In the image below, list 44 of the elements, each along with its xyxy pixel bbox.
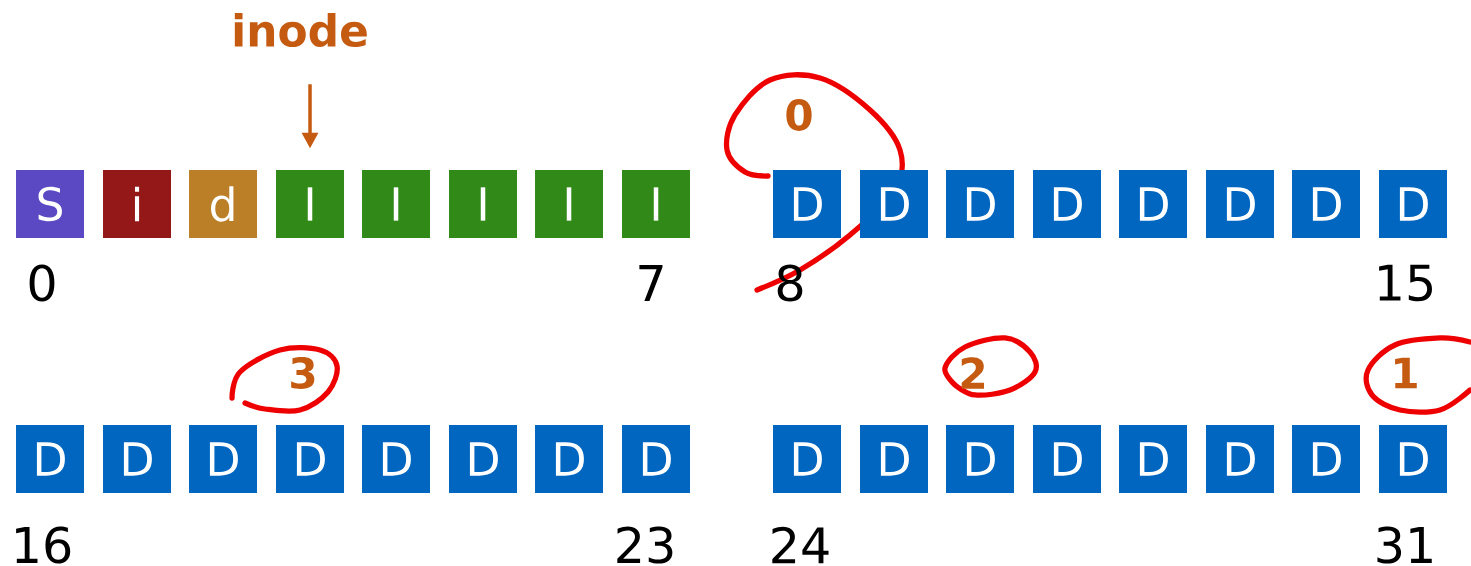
block-box: D xyxy=(449,425,517,493)
index-label: 16 xyxy=(16,526,71,564)
block-box: D xyxy=(535,425,603,493)
block-box: S xyxy=(16,170,84,238)
block-box: I xyxy=(276,170,344,238)
block-box: D xyxy=(946,425,1014,493)
block-box: D xyxy=(362,425,430,493)
block-box: I xyxy=(622,170,690,238)
block-box: D xyxy=(1206,425,1274,493)
block-box: D xyxy=(860,170,928,238)
number-label: 3 xyxy=(291,357,315,389)
block-box: D xyxy=(1033,425,1101,493)
index-label: 7 xyxy=(639,265,663,301)
block-box: D xyxy=(1379,170,1447,238)
block-box: D xyxy=(860,425,928,493)
block-box: D xyxy=(773,425,841,493)
block-box: D xyxy=(276,425,344,493)
block-box: d xyxy=(189,170,257,238)
block-box: D xyxy=(1119,170,1187,238)
heading-label: inode xyxy=(234,13,367,47)
block-box: D xyxy=(1033,170,1101,238)
number-label: 1 xyxy=(1395,357,1417,389)
index-label: 23 xyxy=(617,526,673,564)
index-label: 31 xyxy=(1377,526,1432,564)
block-box: D xyxy=(16,425,84,493)
index-label: 15 xyxy=(1379,264,1432,302)
block-box: D xyxy=(1119,425,1187,493)
block-box: D xyxy=(189,425,257,493)
block-box: D xyxy=(1292,170,1360,238)
block-box: D xyxy=(1379,425,1447,493)
number-label: 2 xyxy=(961,357,984,389)
block-box: D xyxy=(1206,170,1274,238)
block-box: D xyxy=(1292,425,1360,493)
block-box: i xyxy=(103,170,171,238)
block-box: I xyxy=(362,170,430,238)
block-box: D xyxy=(622,425,690,493)
block-box: I xyxy=(535,170,603,238)
index-label: 24 xyxy=(772,526,829,564)
block-box: I xyxy=(449,170,517,238)
number-label: 0 xyxy=(786,99,812,131)
block-box: D xyxy=(103,425,171,493)
index-label: 0 xyxy=(29,264,55,302)
block-box: D xyxy=(946,170,1014,238)
block-box: D xyxy=(773,170,841,238)
